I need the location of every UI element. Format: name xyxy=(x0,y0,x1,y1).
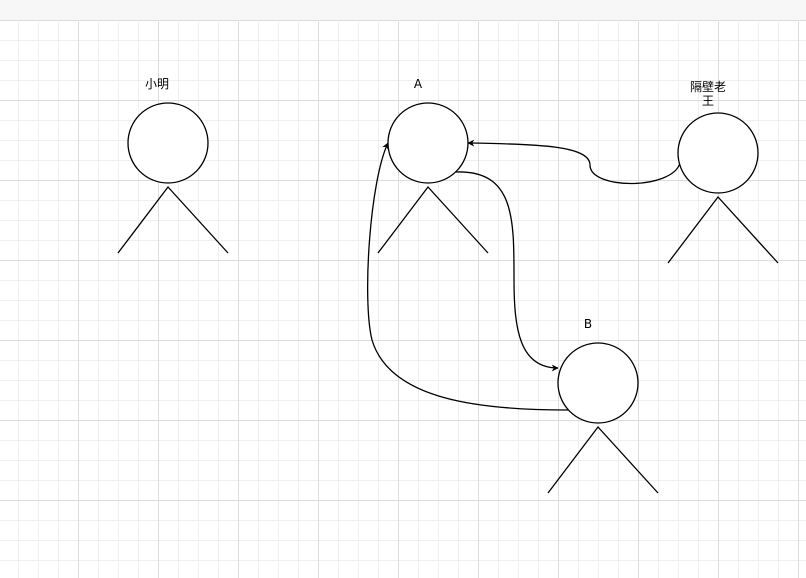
actor-a[interactable]: A xyxy=(377,77,489,254)
actor-label-neighbor-line1: 隔壁老 xyxy=(690,79,726,94)
actor-head-a xyxy=(387,102,469,184)
actor-xiaoming[interactable]: 小明 xyxy=(117,77,229,254)
edge-b-to-a[interactable] xyxy=(367,142,569,411)
actor-label-xiaoming: 小明 xyxy=(145,77,169,91)
actor-head-xiaoming xyxy=(127,102,209,184)
actor-neighbor[interactable]: 隔壁老 王 xyxy=(667,79,779,264)
actor-head-b xyxy=(557,342,639,424)
actor-legs-xiaoming xyxy=(117,185,229,254)
actor-head-neighbor xyxy=(677,112,759,194)
edge-a-to-b[interactable] xyxy=(455,171,559,372)
toolbar xyxy=(0,0,806,21)
actor-legs-neighbor xyxy=(667,195,779,264)
actor-label-a: A xyxy=(414,77,423,91)
actor-legs-a xyxy=(377,185,489,254)
actor-b[interactable]: B xyxy=(547,317,659,494)
actor-label-b: B xyxy=(584,317,592,331)
actor-legs-b xyxy=(547,425,659,494)
actor-label-neighbor-line2: 王 xyxy=(702,94,714,108)
edge-neighbor-to-a[interactable] xyxy=(467,139,681,185)
